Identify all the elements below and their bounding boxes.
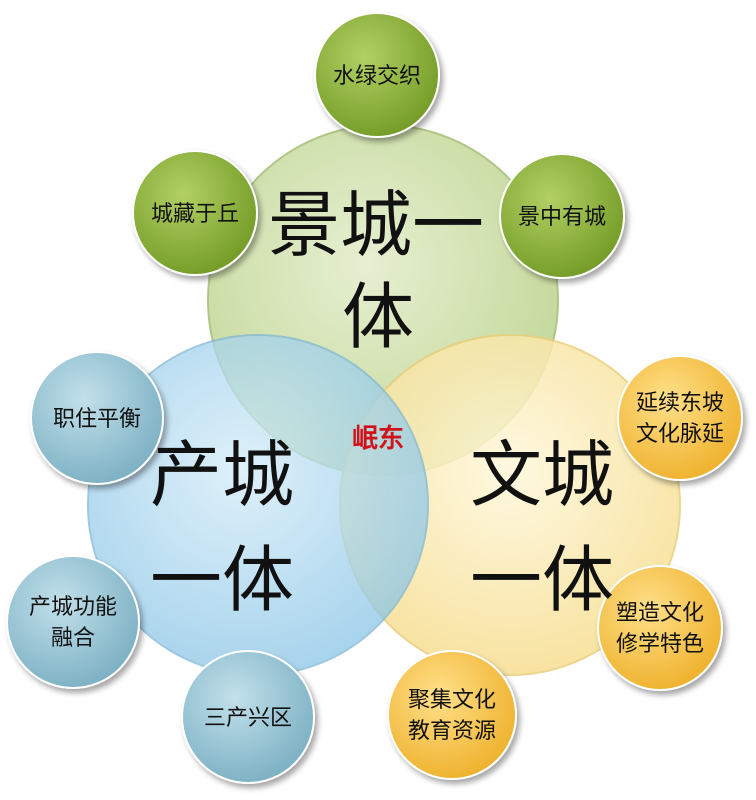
main-circles bbox=[87, 124, 681, 676]
node-city-in-scenery bbox=[499, 153, 625, 279]
blue-nodes: 职住平衡 产城功能 融合 三产兴区 bbox=[6, 351, 315, 784]
green-nodes: 水绿交织 城藏于丘 景中有城 bbox=[132, 12, 625, 279]
node-dongpo-culture-label-1: 延续东坡 bbox=[636, 391, 724, 416]
node-industry-function bbox=[6, 555, 140, 689]
landscape-city-title-1: 景城一 bbox=[268, 183, 484, 267]
yellow-nodes: 延续东坡 文化脉延 塑造文化 修学特色 聚集文化 教育资源 bbox=[387, 355, 743, 780]
node-study-culture-label-2: 修学特色 bbox=[616, 632, 704, 657]
node-job-housing bbox=[30, 351, 164, 485]
culture-city-title-1: 文城 bbox=[470, 433, 614, 517]
node-industry-function-label-1: 产城功能 bbox=[29, 595, 117, 620]
node-three-industries-label: 三产兴区 bbox=[204, 706, 292, 731]
node-city-hills-label: 城藏于丘 bbox=[151, 202, 239, 227]
landscape-city-title-2: 体 bbox=[342, 275, 414, 359]
node-three-industries bbox=[181, 650, 315, 784]
industry-city-title-2: 一体 bbox=[150, 538, 294, 622]
industry-city-title-1: 产城 bbox=[150, 433, 294, 517]
node-education-resources-label-1: 聚集文化 bbox=[408, 688, 496, 713]
node-education-resources bbox=[387, 650, 517, 780]
node-study-culture-label-1: 塑造文化 bbox=[616, 601, 704, 626]
node-job-housing-label: 职住平衡 bbox=[53, 407, 141, 432]
center-label: 岷东 bbox=[352, 423, 404, 454]
node-water-green bbox=[314, 12, 440, 138]
culture-city-title-2: 一体 bbox=[470, 538, 614, 622]
node-education-resources-label-2: 教育资源 bbox=[408, 719, 496, 744]
node-industry-function-label-2: 融合 bbox=[51, 626, 95, 651]
node-dongpo-culture bbox=[617, 355, 743, 481]
main-labels: 景城一 体 产城 一体 文城 一体 bbox=[150, 183, 614, 622]
node-dongpo-culture-label-2: 文化脉延 bbox=[636, 422, 724, 447]
node-city-in-scenery-label: 景中有城 bbox=[518, 205, 606, 230]
node-water-green-label: 水绿交织 bbox=[333, 64, 421, 89]
node-study-culture bbox=[597, 565, 723, 691]
node-city-hills bbox=[132, 150, 258, 276]
